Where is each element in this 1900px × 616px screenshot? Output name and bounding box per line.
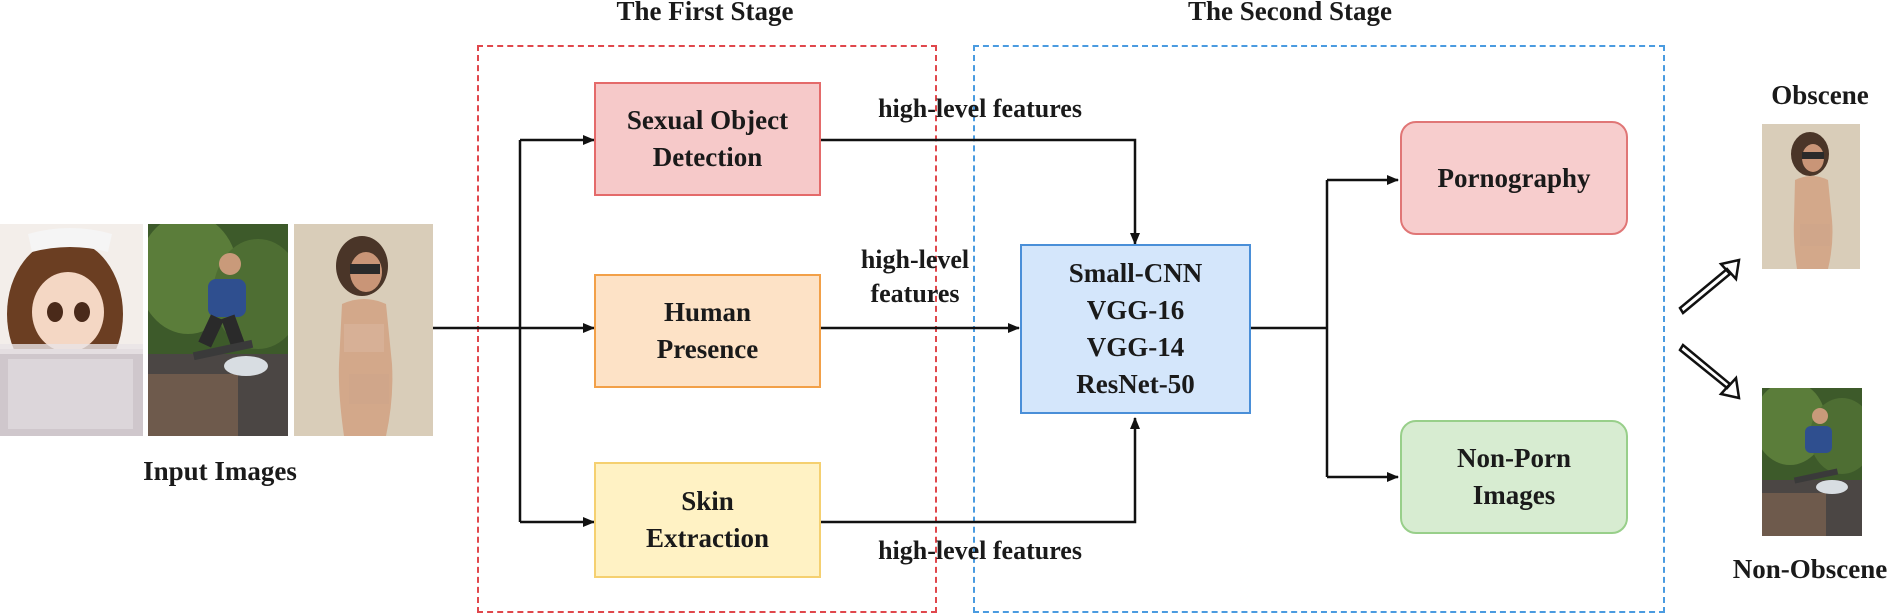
second-stage-title: The Second Stage — [1187, 0, 1393, 26]
human-presence-label: Human Presence — [656, 297, 759, 364]
obscene-arrow-icon — [1678, 258, 1741, 315]
input-images-caption: Input Images — [143, 456, 297, 486]
input-image-skateboarder — [148, 224, 288, 436]
classifier-models-box: Small-CNN VGG-16 VGG-14 ResNet-50 — [1020, 244, 1251, 414]
non-obscene-arrow-icon — [1678, 343, 1741, 400]
non-porn-images-box: Non-Porn Images — [1400, 420, 1628, 534]
model-small-cnn: Small-CNN — [1068, 258, 1203, 288]
feature-label-bottom: high-level features — [878, 536, 1082, 565]
pornography-label: Pornography — [1437, 162, 1591, 193]
feature-label-middle: high-level features — [860, 245, 970, 308]
non-porn-images-label: Non-Porn Images — [1457, 443, 1571, 510]
model-resnet-50: ResNet-50 — [1076, 369, 1195, 399]
model-vgg-16: VGG-16 — [1086, 295, 1185, 325]
skin-extraction-box: Skin Extraction — [594, 462, 821, 578]
feature-label-top: high-level features — [878, 94, 1082, 123]
input-image-anime — [0, 224, 143, 436]
first-stage-title: The First Stage — [616, 0, 794, 26]
non-obscene-result-image — [1762, 388, 1862, 536]
pornography-box: Pornography — [1400, 121, 1628, 235]
model-vgg-14: VGG-14 — [1086, 332, 1185, 362]
obscene-result-image — [1762, 124, 1860, 269]
input-image-person — [294, 224, 433, 436]
sexual-object-detection-box: Sexual Object Detection — [594, 82, 821, 196]
human-presence-box: Human Presence — [594, 274, 821, 388]
non-obscene-caption: Non-Obscene — [1732, 554, 1888, 584]
obscene-caption: Obscene — [1771, 80, 1869, 110]
sexual-object-detection-label: Sexual Object Detection — [626, 105, 789, 172]
skin-extraction-label: Skin Extraction — [646, 486, 769, 553]
